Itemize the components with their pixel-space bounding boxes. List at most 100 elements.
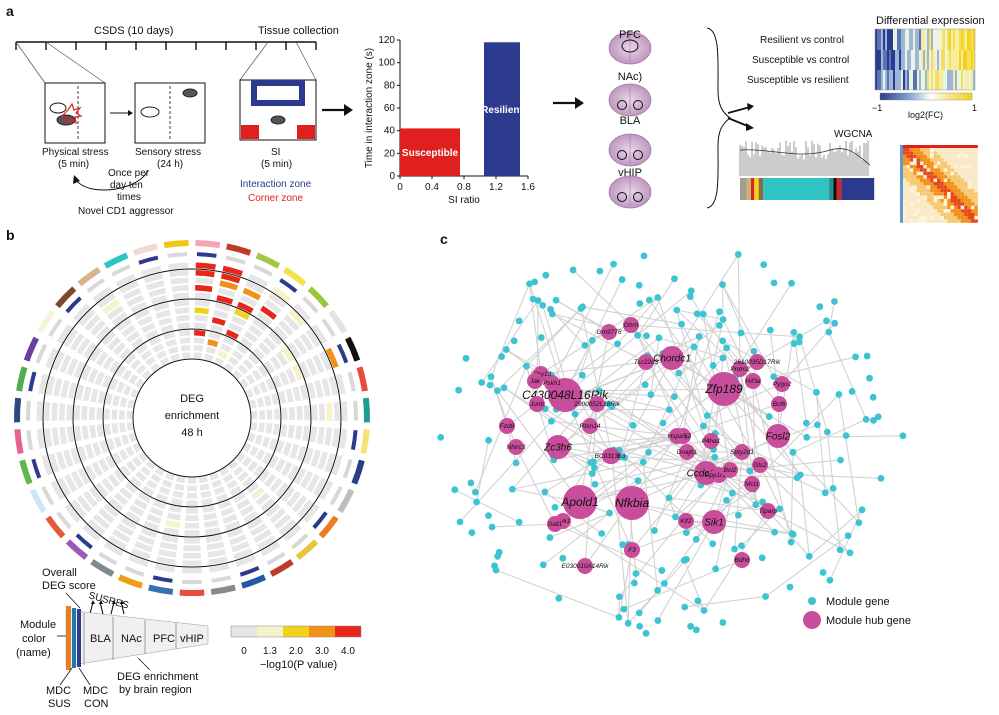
- module-gene-node: [771, 528, 778, 536]
- enrichment-cell: [119, 465, 131, 478]
- enrichment-cell: [141, 369, 152, 380]
- bar-label: Resilient: [481, 105, 523, 116]
- module-color-arc: [351, 459, 365, 485]
- enrichment-cell: [101, 331, 116, 346]
- enrichment-cell: [169, 270, 189, 278]
- enrichment-cell: [84, 443, 95, 459]
- module-gene-node: [655, 334, 663, 342]
- enrichment-cell: [203, 512, 217, 521]
- enrichment-cell: [257, 535, 276, 550]
- enrichment-cell: [152, 343, 164, 353]
- enrichment-cell: [140, 465, 151, 476]
- module-gene-node: [823, 317, 830, 325]
- attack-icon: [60, 102, 83, 125]
- enrichment-cell: [70, 499, 87, 518]
- aggressor-label: Novel CD1 aggressor: [78, 206, 174, 217]
- enrichment-cell: [90, 320, 106, 337]
- y-tick-label: 40: [384, 126, 396, 137]
- module-color-1: Module: [20, 619, 56, 631]
- module-gene-node: [665, 406, 673, 414]
- module-gene-node: [723, 344, 731, 352]
- timeline-ticks: [15, 42, 317, 50]
- enrichment-cell: [82, 524, 101, 542]
- hub-gene-node: [544, 375, 560, 391]
- module-gene-node: [515, 518, 523, 526]
- enrichment-cell: [140, 349, 152, 361]
- enrichment-cell: [256, 397, 265, 408]
- hub-gene-label: P4ha1: [702, 438, 721, 445]
- enrichment-cell: [185, 515, 199, 522]
- circos-center-2: enrichment: [165, 410, 219, 422]
- enrichment-cell: [52, 351, 65, 371]
- hub-gene-label: Apold1: [560, 495, 598, 509]
- comparison-1: Resilient vs control: [760, 35, 844, 46]
- enrichment-cell: [183, 545, 201, 551]
- panel-b: b DEG enrichment 48 h Overall DEG score …: [6, 227, 370, 710]
- enrichment-cell: [259, 410, 265, 420]
- enrichment-cell: [112, 395, 121, 407]
- overall-score-arc: [48, 318, 63, 337]
- enrichment-cell: [115, 273, 136, 288]
- enrichment-cell: [142, 485, 155, 497]
- overall-score-arc: [253, 264, 273, 277]
- module-color-arc: [360, 429, 370, 455]
- enrichment-cell: [268, 438, 278, 451]
- enrichment-cell: [101, 478, 115, 493]
- enrichment-cell: [111, 409, 118, 420]
- enrichment-cell: [75, 384, 85, 401]
- hub-gene-label: Junb: [529, 401, 544, 408]
- brain-section-3: [608, 175, 652, 209]
- enrichment-cell: [319, 351, 332, 371]
- enrichment-cell: [178, 330, 190, 337]
- enrichment-cell: [293, 467, 307, 485]
- module-gene-node: [788, 279, 795, 287]
- enrichment-cell: [233, 492, 247, 503]
- enrichment-cell: [309, 426, 318, 443]
- enrichment-cell: [89, 406, 96, 421]
- enrichment-cell: [255, 492, 270, 506]
- module-gene-node: [877, 474, 885, 482]
- module-gene-node: [588, 470, 596, 477]
- enrichment-cell: [96, 407, 103, 420]
- enrichment-cell: [134, 308, 150, 321]
- enrichment-cell: [269, 508, 286, 524]
- enrichment-cell: [231, 315, 247, 327]
- enrichment-cell: [181, 352, 191, 359]
- enrichment-hit: [211, 317, 226, 326]
- enrichment-cell: [289, 443, 300, 459]
- region-separator: [42, 268, 342, 568]
- enrichment-cell: [183, 537, 201, 544]
- enrichment-cell: [138, 452, 148, 463]
- enrichment-cell: [201, 498, 214, 506]
- hub-gene-label: Dnajb1: [677, 449, 698, 456]
- module-gene-node: [723, 496, 730, 504]
- enrichment-cell: [126, 410, 133, 420]
- module-color-arc: [307, 286, 329, 309]
- enrichment-cell: [236, 498, 251, 510]
- enrichment-cell: [211, 479, 223, 488]
- enrichment-cell: [102, 355, 115, 370]
- hub-gene-node: [734, 444, 750, 460]
- overall-score-arc: [41, 486, 55, 506]
- enrichment-cell: [120, 516, 138, 530]
- network-legend: Module gene Module hub gene: [803, 596, 911, 629]
- enrichment-cell: [118, 449, 129, 461]
- enrichment-hit: [225, 329, 239, 340]
- enrichment-cell: [116, 381, 126, 394]
- hub-gene-label: Chordc1: [653, 353, 691, 364]
- enrichment-cell: [300, 471, 313, 489]
- module-gene-node: [636, 300, 644, 307]
- module-gene-node: [788, 530, 796, 537]
- enrichment-cell: [249, 399, 257, 409]
- module-gene-node: [805, 552, 813, 560]
- enrichment-cell: [63, 328, 79, 348]
- hub-gene-label: E030010A14Rik: [562, 563, 610, 570]
- module-color-arc: [36, 309, 56, 334]
- enrichment-hit: [195, 285, 213, 293]
- module-gene-node: [473, 498, 480, 506]
- enrichment-cell: [87, 519, 106, 536]
- enrichment-cell: [53, 377, 63, 397]
- brain-region-label: PFC: [619, 29, 641, 41]
- enrichment-cell: [130, 388, 139, 399]
